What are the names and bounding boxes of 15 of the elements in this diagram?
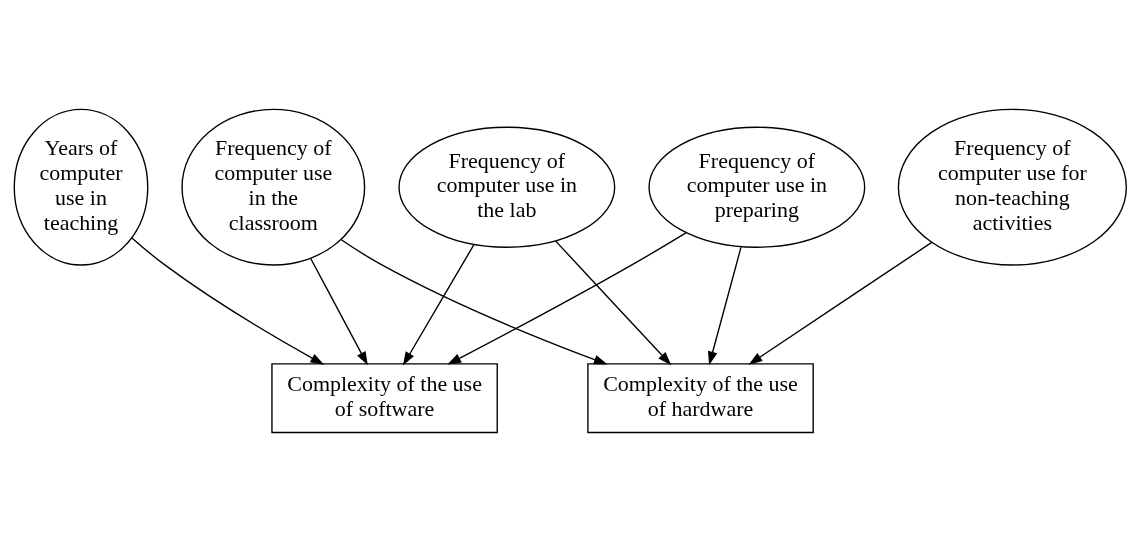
node-ellipse: Years of computer use in teaching — [13, 108, 149, 266]
arrow — [340, 239, 608, 365]
arrow — [310, 257, 368, 366]
arrow — [555, 240, 672, 366]
node-ellipse: Frequency of computer use in the lab — [398, 126, 616, 248]
arrow — [131, 237, 325, 365]
node-ellipse: Frequency of computer use in the classroom — [181, 108, 366, 266]
arrow — [402, 244, 475, 366]
node-ellipse: Frequency of computer use for non-teaching activities — [897, 108, 1127, 266]
node-box: Complexity of the use of hardware — [587, 363, 814, 434]
node-box: Complexity of the use of software — [271, 363, 498, 434]
arrow — [447, 232, 687, 365]
node-ellipse: Frequency of computer use in preparing — [648, 126, 866, 248]
arrow — [708, 246, 742, 366]
arrow — [748, 241, 933, 365]
